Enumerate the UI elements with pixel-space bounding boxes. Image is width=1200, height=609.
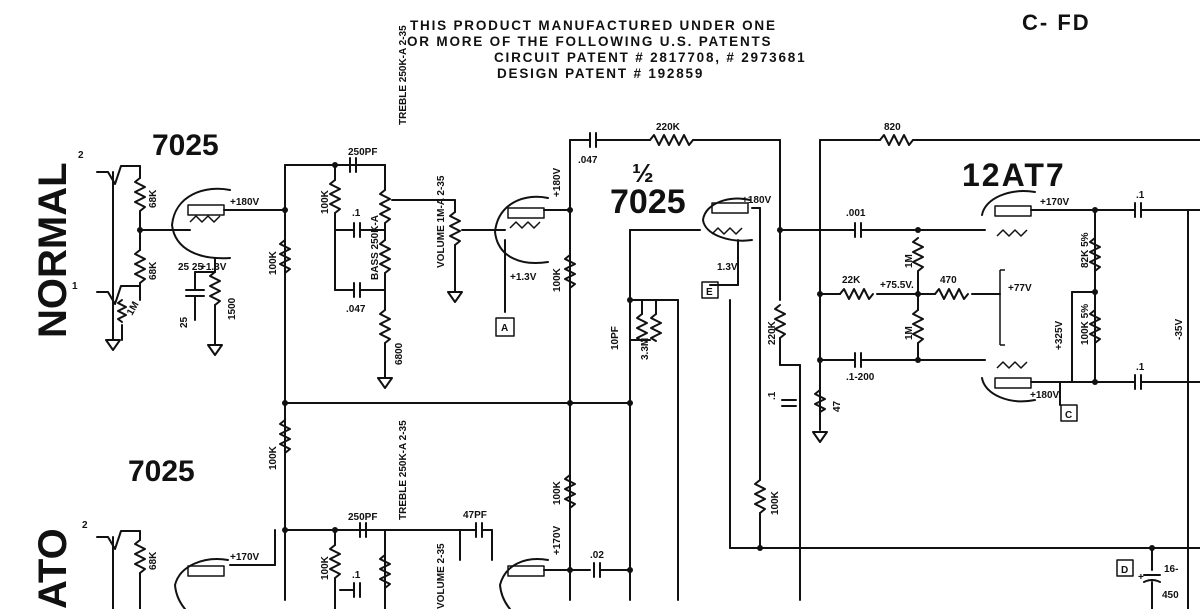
- plus-sign-d: +: [1138, 572, 1144, 583]
- label-c02: .02: [590, 550, 604, 561]
- marker-box-d: [1116, 559, 1134, 577]
- label-v170: +170V: [1040, 197, 1070, 208]
- input-jack-1: [96, 285, 141, 305]
- label-v180-d: +180V.: [1030, 390, 1061, 401]
- label-r100k-vib-b: 100K: [320, 555, 331, 580]
- label-v325: +325V: [1054, 320, 1065, 350]
- channel-label-vibrato: ATO: [31, 528, 75, 609]
- label-r68k-c: 68K: [148, 551, 159, 570]
- label-c25: 25: [179, 316, 190, 328]
- input-num-1: 1: [72, 281, 78, 292]
- marker-box-a: [495, 317, 515, 337]
- label-c-1-b: .1: [767, 391, 778, 400]
- label-c450: 450: [1162, 590, 1179, 601]
- ground-symbol: [105, 339, 121, 351]
- marker-d: D: [1121, 565, 1128, 576]
- tube-half-label: ½: [632, 158, 654, 188]
- label-c-1-c: .1: [1136, 190, 1145, 201]
- label-c250pf-b: 250PF: [348, 512, 377, 523]
- marker-e: E: [706, 287, 713, 298]
- label-c16: 16-: [1164, 564, 1178, 575]
- label-volume: VOLUME 1M-A 2-35: [436, 175, 447, 268]
- label-r100k-5: 100K 5%: [1080, 304, 1091, 345]
- label-r100k-plate: 100K: [268, 250, 279, 275]
- label-r68k-a: 68K: [148, 189, 159, 208]
- marker-box-e: [701, 281, 719, 299]
- label-v170-b: +170V: [230, 552, 260, 563]
- label-r82k: 82K 5%: [1080, 232, 1091, 268]
- patent-line-1: THIS PRODUCT MANUFACTURED UNDER ONE: [410, 18, 777, 33]
- marker-a: A: [501, 323, 508, 334]
- label-bass: BASS 250K-A: [370, 215, 381, 280]
- patent-line-3: CIRCUIT PATENT # 2817708, # 2973681: [494, 50, 806, 65]
- marker-c: C: [1065, 410, 1072, 421]
- label-r1m-a: 1M: [904, 254, 915, 268]
- label-r1m-in: 1M: [125, 300, 141, 318]
- label-r22k: 22K: [842, 275, 861, 286]
- label-c-1-d: .1: [1136, 362, 1145, 373]
- tube-label-v2: 7025: [128, 455, 195, 488]
- drawing-code: C- FD: [1022, 10, 1091, 35]
- label-v180-a: +180V: [230, 197, 260, 208]
- label-v180-b: +180V: [552, 167, 563, 197]
- tube-v3: [702, 197, 753, 242]
- marker-box-c: [1060, 404, 1078, 422]
- label-r1m-b: 1M: [904, 326, 915, 340]
- label-v13-c: 1.3V.: [717, 262, 740, 273]
- tube-label-v4: 12AT7: [962, 157, 1066, 193]
- label-r820: 820: [884, 122, 901, 133]
- label-r220k-mid: 220K: [767, 320, 778, 345]
- label-c25-25: 25 25: [178, 262, 203, 273]
- tube-label-v3: 7025: [610, 183, 686, 221]
- label-treble: TREBLE 250K-A 2-35: [398, 25, 409, 125]
- label-r100k-vib: 100K: [268, 445, 279, 470]
- input-num-v2: 2: [82, 520, 88, 531]
- label-r6800: 6800: [394, 342, 405, 365]
- tube-v1b: [494, 195, 549, 264]
- input-jack-2: [96, 165, 141, 301]
- label-r100k-low: 100K: [770, 490, 781, 515]
- label-r47: 47: [832, 400, 843, 412]
- label-v180-c: +180V: [742, 195, 772, 206]
- label-c047: .047: [346, 304, 366, 315]
- label-v77: +77V: [1008, 283, 1032, 294]
- label-c47pf: 47PF: [463, 510, 487, 521]
- label-volume-b: VOLUME 2-35: [436, 543, 447, 609]
- tube-v1: [171, 187, 231, 260]
- label-r100k-vp: 100K: [552, 480, 563, 505]
- label-r220k-top: 220K: [656, 122, 681, 133]
- patent-line-4: DESIGN PATENT # 192859: [497, 66, 704, 81]
- label-r1500: 1500: [227, 297, 238, 320]
- label-c001: .001: [846, 208, 866, 219]
- label-v170-c: +170V: [552, 525, 563, 555]
- label-v755: +75.5V.: [880, 280, 914, 291]
- label-r33m: 3.3M: [640, 338, 651, 360]
- tube-v4: [981, 190, 1036, 403]
- label-r68k-b: 68K: [148, 261, 159, 280]
- label-c-1: .1: [352, 208, 361, 219]
- label-v-35: -35V: [1174, 319, 1185, 340]
- channel-label-normal: NORMAL: [31, 162, 75, 338]
- label-treble-b: TREBLE 250K-A 2-35: [398, 420, 409, 520]
- label-c10pf: 10PF: [610, 326, 621, 350]
- label-r470: 470: [940, 275, 957, 286]
- label-v13: +1.3V: [200, 262, 227, 273]
- label-r100k-tone: 100K: [320, 189, 331, 214]
- label-c250pf: 250PF: [348, 147, 377, 158]
- input-num-2: 2: [78, 150, 84, 161]
- tube-label-v1: 7025: [152, 129, 219, 162]
- label-v13-b: +1.3V: [510, 272, 537, 283]
- label-c1-200: .1-200: [846, 372, 875, 383]
- label-c-1-e: .1: [352, 570, 361, 581]
- label-r100k-b: 100K: [552, 267, 563, 292]
- patent-line-2: OR MORE OF THE FOLLOWING U.S. PATENTS: [407, 34, 772, 49]
- label-c047-b: .047: [578, 155, 598, 166]
